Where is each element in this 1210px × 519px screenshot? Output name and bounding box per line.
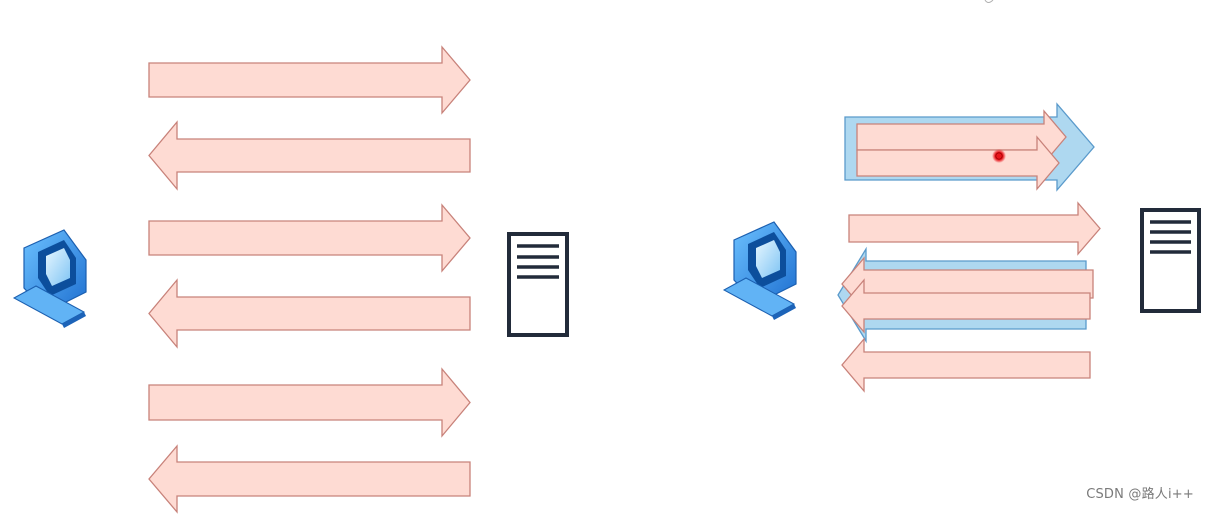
response-arrow-left (148, 444, 471, 514)
request-arrow-right (148, 367, 471, 438)
cursor-dot-icon (992, 149, 1006, 163)
response-arrow-left (148, 278, 471, 349)
pipelined-response-arrow (841, 337, 1091, 393)
pipelined-response-arrow (841, 278, 1091, 334)
request-arrow-right (148, 45, 471, 115)
pipelined-request-arrow (848, 201, 1101, 256)
laptop-icon (722, 221, 797, 320)
response-arrow-left (148, 120, 471, 191)
laptop-icon (12, 229, 87, 328)
right-diagram (837, 102, 1101, 393)
request-arrow-right (148, 203, 471, 273)
left-diagram (148, 45, 471, 514)
server-icon (507, 232, 569, 337)
edge-fragment (984, 0, 994, 3)
server-icon (1140, 208, 1201, 313)
watermark: CSDN @路人i++ (1086, 487, 1194, 502)
pipelined-request-arrow (856, 135, 1060, 191)
